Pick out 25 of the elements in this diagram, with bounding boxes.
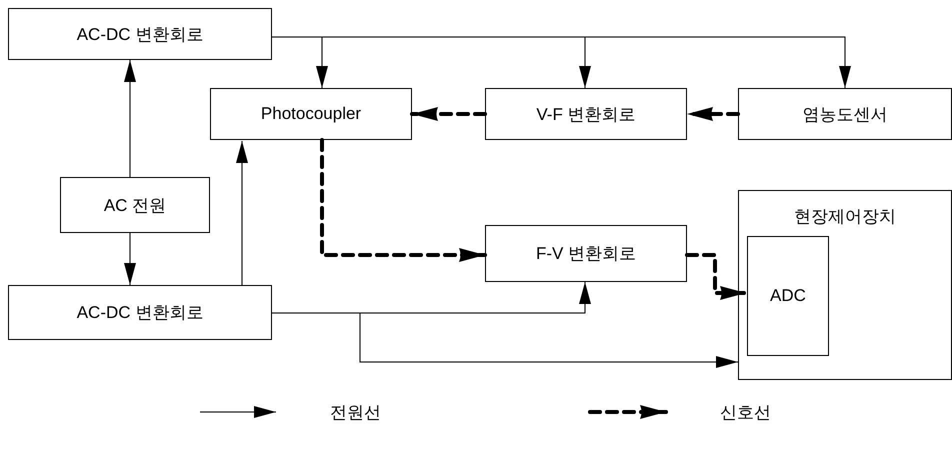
node-label: ADC [770, 286, 806, 306]
node-label: 염농도센서 [802, 104, 888, 126]
node-label: V-F 변환회로 [536, 104, 636, 126]
arrow [124, 60, 136, 178]
node-label: AC-DC 변환회로 [76, 302, 204, 324]
node-label: Photocoupler [260, 104, 362, 124]
process-box [485, 225, 687, 282]
arrow [124, 232, 136, 286]
device-box [738, 190, 952, 380]
process-box [60, 177, 210, 233]
legend-label: 전원선 [330, 402, 381, 424]
process-box [747, 236, 829, 356]
process-box [8, 8, 272, 60]
process-box [738, 88, 952, 140]
legend-label: 신호선 [720, 402, 771, 424]
process-box [8, 285, 272, 340]
node-label: 현장제어장치 [794, 206, 896, 228]
node-label: F-V 변환회로 [536, 243, 636, 265]
process-box [210, 88, 412, 140]
arrow [236, 140, 248, 286]
arrow [272, 36, 851, 88]
process-box [485, 88, 687, 140]
node-label: AC 전원 [104, 194, 166, 216]
node-label: AC-DC 변환회로 [76, 24, 204, 46]
arrow [272, 312, 738, 368]
